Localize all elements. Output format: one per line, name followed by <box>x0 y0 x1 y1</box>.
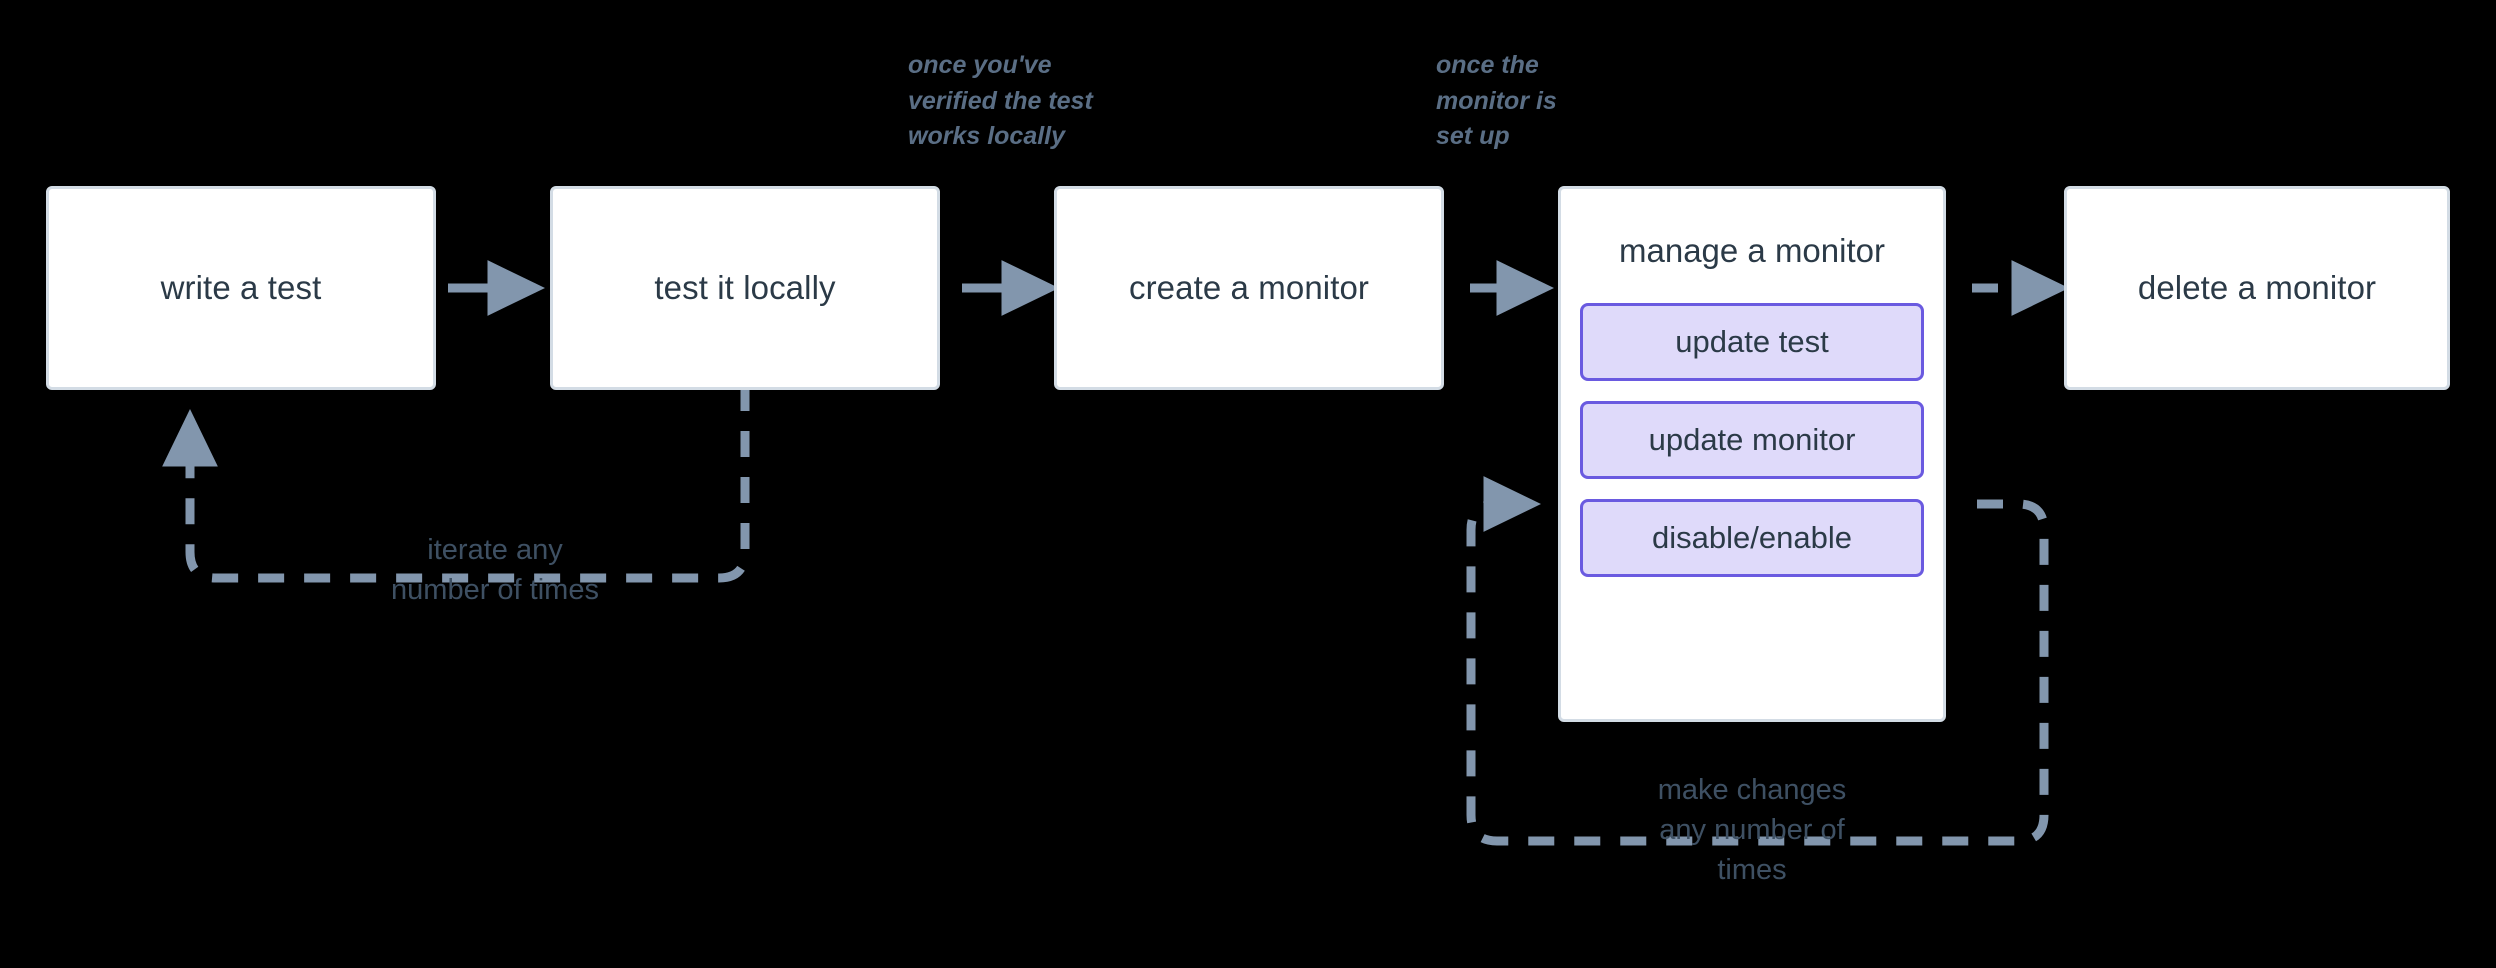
edge-note-verified-test: once you've verified the test works loca… <box>908 51 1093 150</box>
node-create-a-monitor[interactable]: create a monitor <box>1054 186 1444 390</box>
sub-node-update-monitor[interactable]: update monitor <box>1580 400 1924 479</box>
sub-node-label-disable-enable: disable/enable <box>1652 520 1852 555</box>
loop-note-make-changes: make changes any number of times <box>1657 774 1847 887</box>
node-manage-a-monitor[interactable]: manage a monitor update test update moni… <box>1558 186 1946 722</box>
edge-note-monitor-set-up: once the monitor is set up <box>1436 51 1557 150</box>
node-label-test-it-locally: test it locally <box>654 269 836 307</box>
sub-node-disable-enable[interactable]: disable/enable <box>1580 498 1924 577</box>
node-delete-a-monitor[interactable]: delete a monitor <box>2064 186 2450 390</box>
sub-node-update-test[interactable]: update test <box>1580 302 1924 381</box>
node-label-write-a-test: write a test <box>160 269 322 307</box>
node-label-delete-a-monitor: delete a monitor <box>2137 269 2377 307</box>
node-test-it-locally[interactable]: test it locally <box>550 186 940 390</box>
sub-node-label-update-test: update test <box>1675 324 1829 359</box>
sub-node-label-update-monitor: update monitor <box>1648 422 1856 457</box>
loop-note-iterate: iterate any number of times <box>391 534 599 607</box>
node-write-a-test[interactable]: write a test <box>46 186 436 390</box>
node-label-manage-a-monitor: manage a monitor <box>1619 232 1885 269</box>
node-label-create-a-monitor: create a monitor <box>1128 269 1370 307</box>
